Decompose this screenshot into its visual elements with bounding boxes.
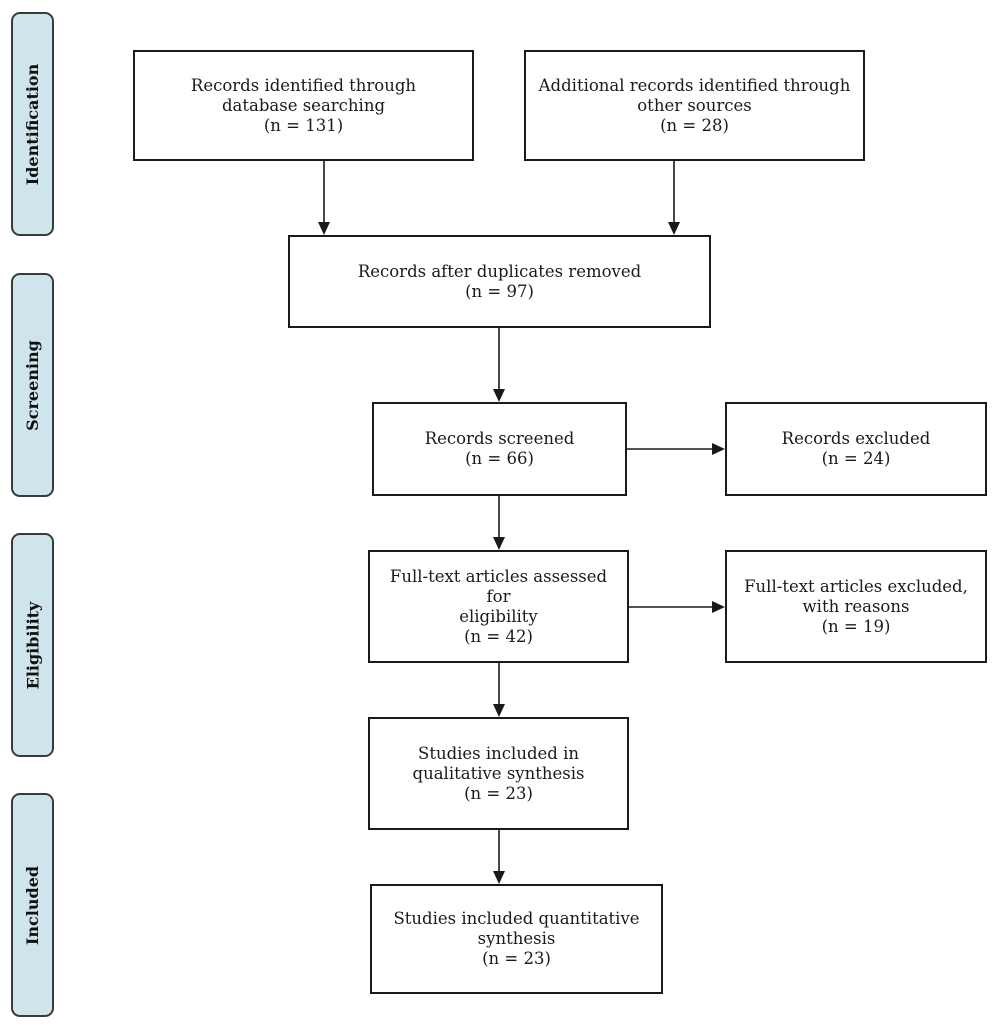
box-records-excluded: Records excluded (n = 24) xyxy=(725,402,987,496)
box-qualitative-synthesis: Studies included in qualitative synthesi… xyxy=(368,717,629,830)
box-other-sources-line-1: Additional records identified through xyxy=(538,75,851,95)
box-records-screened-count: (n = 66) xyxy=(465,449,534,468)
box-other-sources-count: (n = 28) xyxy=(660,115,729,135)
arrowhead-database-to-duplicates xyxy=(318,222,330,235)
box-fulltext-excluded: Full-text articles excluded, with reason… xyxy=(725,550,987,663)
box-fulltext-assessed-count: (n = 42) xyxy=(464,626,533,646)
arrowhead-duplicates-to-screened xyxy=(493,389,505,402)
phase-included-label: Included xyxy=(23,865,42,945)
box-fulltext-excluded-line-2: with reasons xyxy=(802,596,910,616)
box-qualitative-synthesis-count: (n = 23) xyxy=(464,783,533,803)
box-records-excluded-line-1: Records excluded xyxy=(781,429,931,448)
box-fulltext-excluded-count: (n = 19) xyxy=(821,616,891,636)
box-database-records-line-1: Records identified through xyxy=(190,75,417,95)
box-quantitative-synthesis: Studies included quantitative synthesis … xyxy=(370,884,663,994)
box-other-sources: Additional records identified through ot… xyxy=(524,50,865,161)
box-fulltext-assessed: Full-text articles assessed for eligibil… xyxy=(368,550,629,663)
box-fulltext-assessed-line-2: eligibility xyxy=(459,606,538,626)
phase-screening: Screening xyxy=(11,273,54,497)
box-qualitative-synthesis-line-2: qualitative synthesis xyxy=(412,763,585,783)
box-database-records-count: (n = 131) xyxy=(263,115,344,135)
box-database-records: Records identified through database sear… xyxy=(133,50,474,161)
box-other-sources-line-2: other sources xyxy=(637,95,752,115)
phase-included: Included xyxy=(11,793,54,1017)
arrowhead-screened-to-fulltext xyxy=(493,537,505,550)
phase-eligibility: Eligibility xyxy=(11,533,54,757)
box-duplicates-removed: Records after duplicates removed (n = 97… xyxy=(288,235,711,328)
box-fulltext-assessed-line-1: Full-text articles assessed for xyxy=(389,566,608,606)
box-records-screened-line-1: Records screened xyxy=(424,429,575,448)
phase-identification: Identification xyxy=(11,12,54,236)
box-quantitative-synthesis-line-2: synthesis xyxy=(477,929,556,948)
arrowhead-fulltext-to-qualitative xyxy=(493,704,505,717)
box-fulltext-excluded-line-1: Full-text articles excluded, xyxy=(744,576,968,596)
box-database-records-line-2: database searching xyxy=(221,95,386,115)
box-records-excluded-count: (n = 24) xyxy=(821,449,891,468)
box-qualitative-synthesis-line-1: Studies included in xyxy=(418,743,579,763)
phase-eligibility-label: Eligibility xyxy=(23,601,43,689)
phase-identification-label: Identification xyxy=(23,63,42,185)
box-quantitative-synthesis-count: (n = 23) xyxy=(482,949,551,968)
arrowhead-qualitative-to-quantitative xyxy=(493,871,505,884)
arrowhead-fulltext-to-excluded xyxy=(712,601,725,613)
box-quantitative-synthesis-line-1: Studies included quantitative xyxy=(393,909,640,928)
box-records-screened: Records screened (n = 66) xyxy=(372,402,627,496)
phase-screening-label: Screening xyxy=(23,339,42,431)
box-duplicates-removed-count: (n = 97) xyxy=(465,281,534,301)
box-duplicates-removed-line-1: Records after duplicates removed xyxy=(357,261,642,281)
arrowhead-other-to-duplicates xyxy=(668,222,680,235)
arrowhead-screened-to-excluded xyxy=(712,443,725,455)
